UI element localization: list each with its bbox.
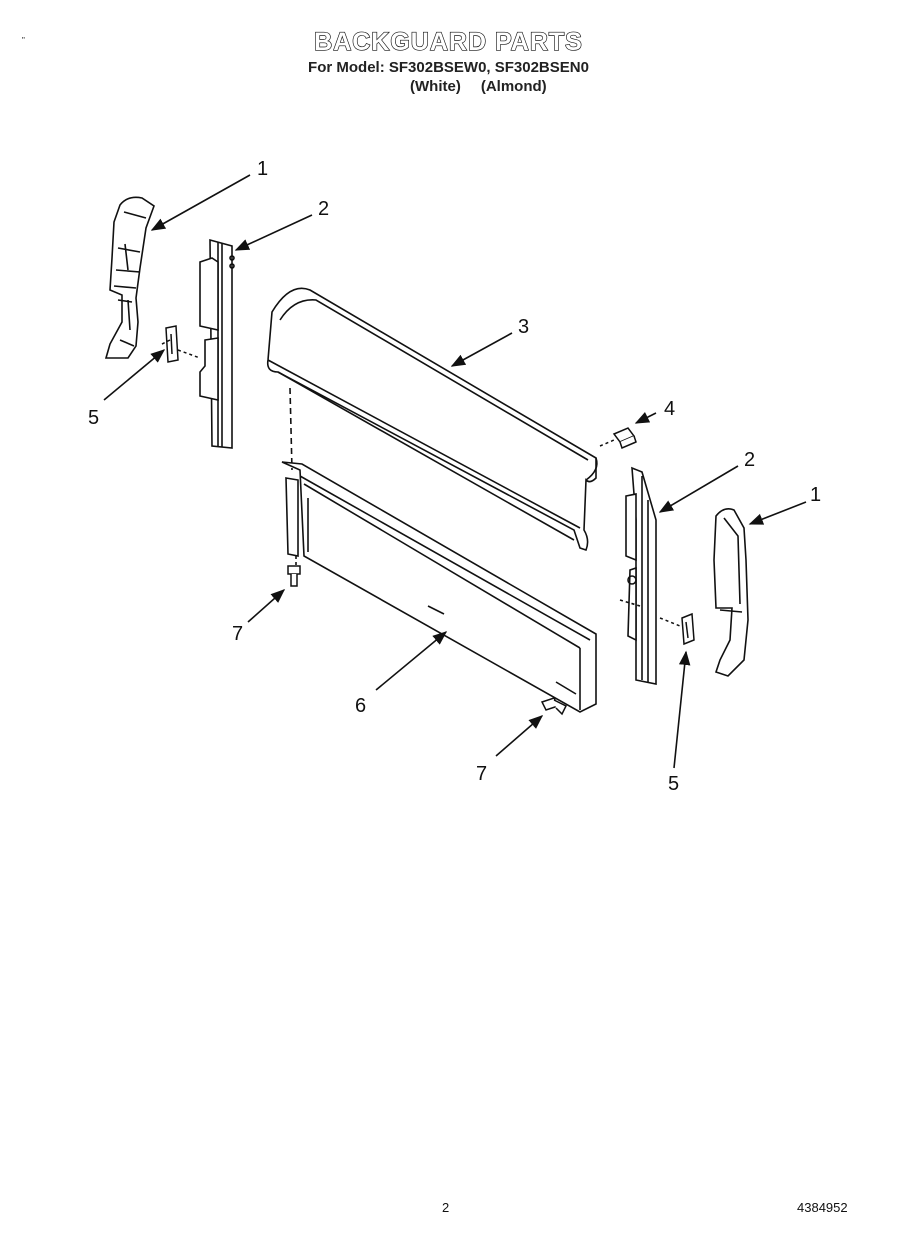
page-title: BACKGUARD PARTS [313,27,583,56]
left-side-bracket[interactable] [199,238,235,449]
callout-2-left: 2 [318,198,329,220]
right-lower-screw[interactable] [540,697,568,716]
right-end-cap[interactable] [713,508,749,677]
callout-7-left: 7 [232,623,243,645]
color-white: (White) [410,78,461,95]
left-clip[interactable] [159,325,201,363]
color-line: (White) (Almond) [410,78,547,95]
corner-mark: " [22,36,25,45]
callout-4: 4 [664,398,675,420]
model-line: For Model: SF302BSEW0, SF302BSEN0 [308,59,589,76]
color-almond: (Almond) [480,78,547,95]
callout-1-left: 1 [257,158,268,180]
right-side-bracket[interactable] [619,466,657,685]
document-number: 4384952 [797,1200,848,1215]
lower-panel[interactable] [281,461,597,713]
left-end-cap[interactable] [104,196,155,359]
left-lower-screw[interactable] [287,565,301,587]
callout-2-right: 2 [744,449,755,471]
callout-1-right: 1 [810,484,821,506]
callout-5-right: 5 [668,773,679,795]
right-clip[interactable] [659,612,695,646]
backguard-top[interactable] [266,287,598,551]
callout-arrows [103,174,807,769]
callout-6: 6 [355,695,366,717]
callout-3: 3 [518,316,529,338]
page-number: 2 [442,1200,450,1215]
top-screw[interactable] [599,427,637,450]
callout-7-right: 7 [476,763,487,785]
callout-5-left: 5 [88,407,99,429]
